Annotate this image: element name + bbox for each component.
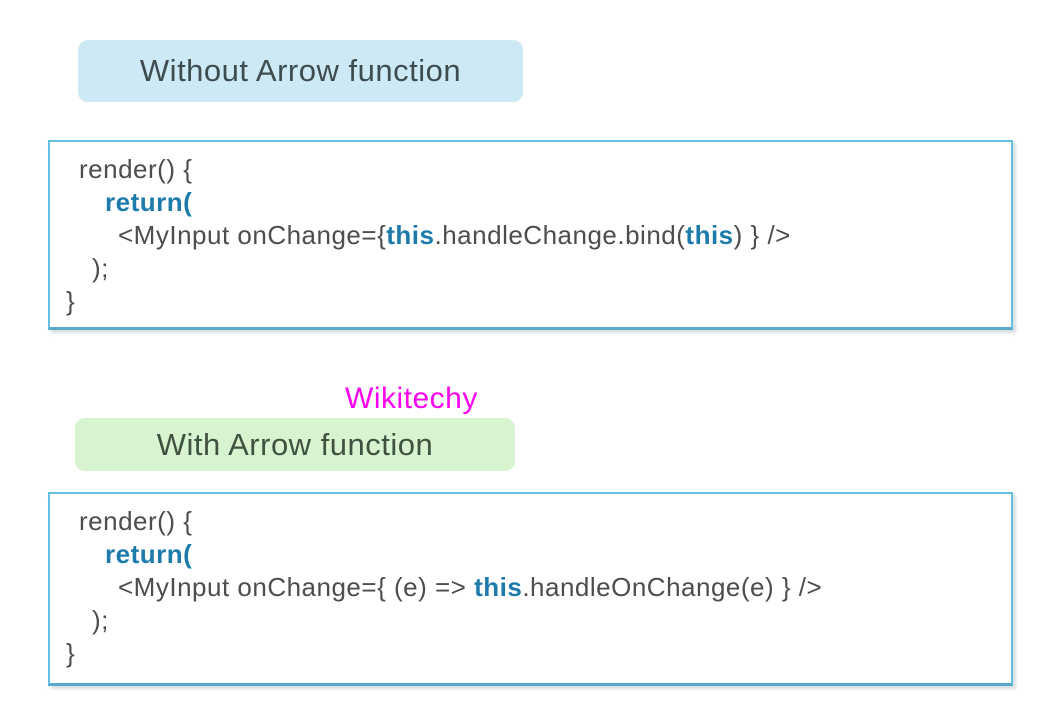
code-block-without-arrow: render() {return(<MyInput onChange={this… — [48, 140, 1013, 330]
code-line: render() { — [66, 153, 1011, 186]
code-line: ); — [66, 252, 1011, 285]
code-text: render() { — [79, 154, 193, 184]
code-keyword: this — [474, 572, 523, 602]
code-line: ); — [66, 604, 1011, 637]
code-text: ); — [92, 605, 109, 635]
code-line: return( — [66, 538, 1011, 571]
code-line: <MyInput onChange={this.handleChange.bin… — [66, 219, 1011, 252]
code-text: <MyInput onChange={ — [118, 220, 387, 250]
code-line: } — [66, 637, 1011, 670]
section-label-with-arrow: With Arrow function — [75, 418, 515, 471]
code-text: ) } /> — [733, 220, 791, 250]
code-text: .handleOnChange(e) } /> — [522, 572, 823, 602]
code-text: .handleChange.bind( — [434, 220, 686, 250]
section-label-without-arrow: Without Arrow function — [78, 40, 523, 102]
code-keyword: return( — [105, 539, 193, 569]
code-text: <MyInput onChange={ (e) => — [118, 572, 475, 602]
code-keyword: this — [685, 220, 734, 250]
watermark-text: Wikitechy — [345, 382, 478, 415]
code-block-with-arrow: render() {return(<MyInput onChange={ (e)… — [48, 492, 1013, 686]
code-text: render() { — [79, 506, 193, 536]
code-line: render() { — [66, 505, 1011, 538]
code-keyword: return( — [105, 187, 193, 217]
code-keyword: this — [386, 220, 435, 250]
code-text: } — [66, 286, 76, 316]
code-text: } — [66, 638, 76, 668]
code-line: <MyInput onChange={ (e) => this.handleOn… — [66, 571, 1011, 604]
code-text: ); — [92, 253, 109, 283]
code-line: } — [66, 285, 1011, 318]
code-line: return( — [66, 186, 1011, 219]
